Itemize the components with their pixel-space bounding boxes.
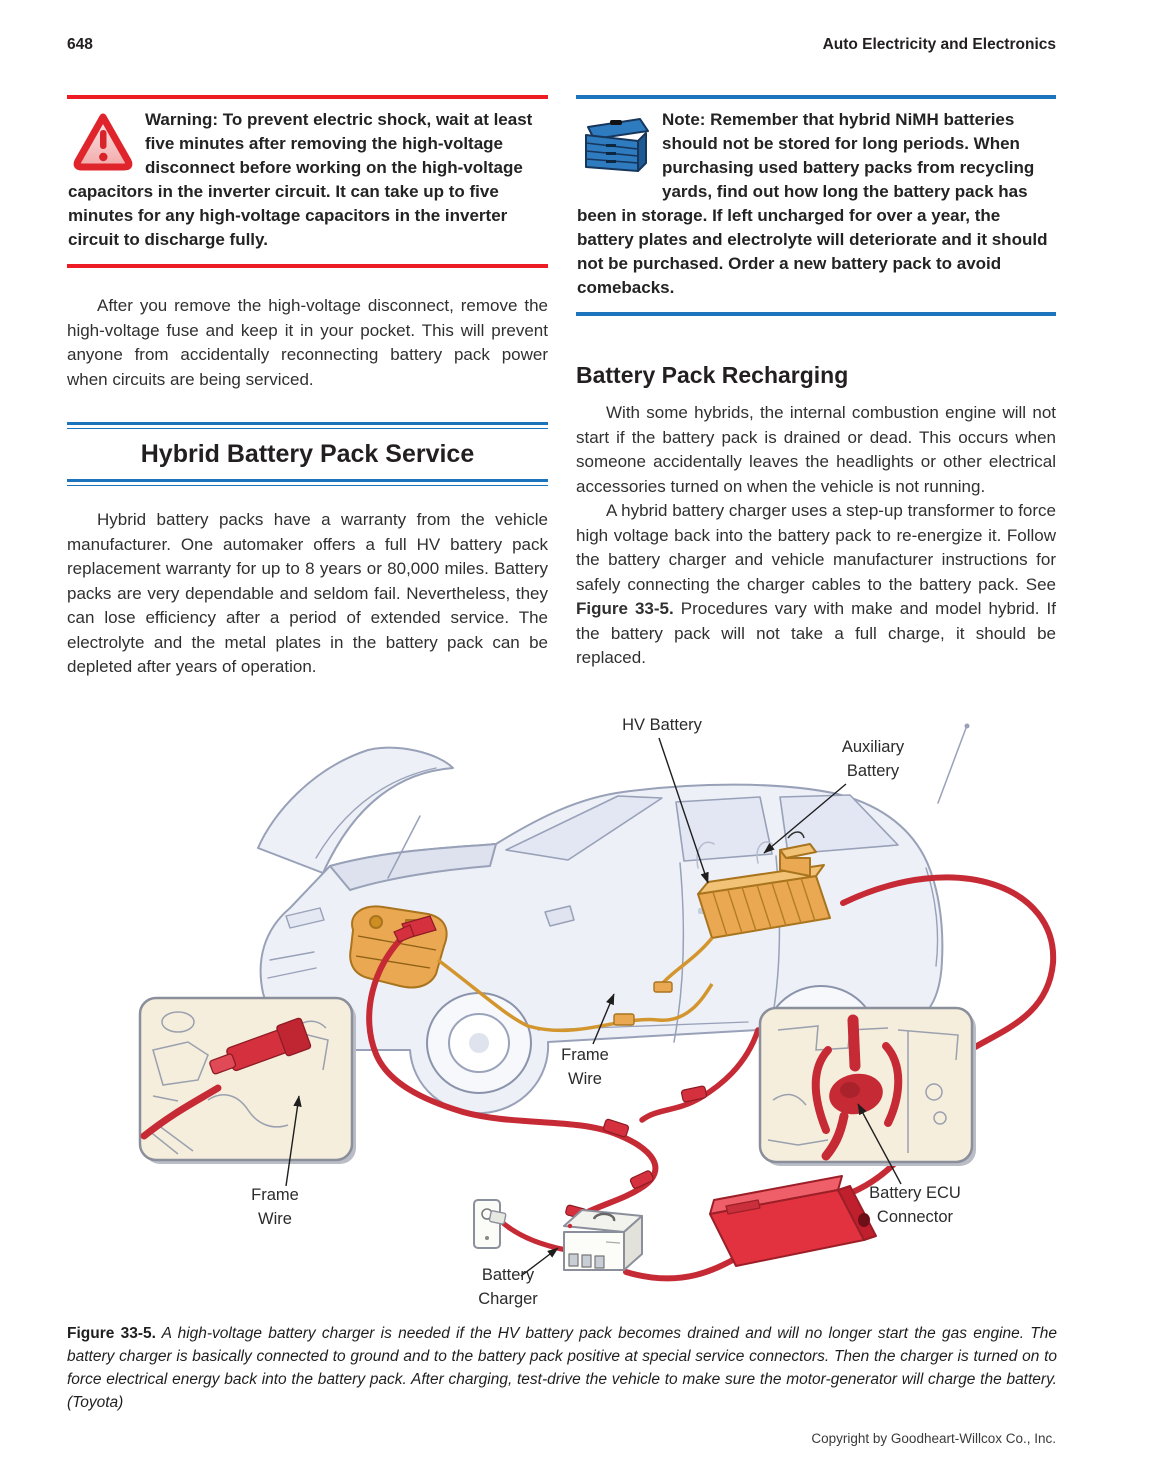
note-text: Note: Remember that hybrid NiMH batterie… — [577, 110, 1048, 297]
warning-text: Warning: To prevent electric shock, wait… — [68, 110, 533, 249]
toolbox-icon — [580, 111, 652, 180]
engine — [349, 905, 448, 989]
label-frame-wire-left: Wire — [258, 1210, 292, 1228]
label-battery-ecu: Battery ECU — [869, 1184, 961, 1202]
figure-reference: Figure 33-5. — [576, 599, 674, 618]
label-auxiliary-battery: Auxiliary — [842, 738, 905, 756]
label-hv-battery: HV Battery — [622, 716, 703, 734]
paragraph: A hybrid battery charger uses a step-up … — [576, 499, 1056, 671]
orange-frame-wire — [436, 958, 714, 1033]
page-number: 648 — [67, 36, 93, 53]
left-column: Warning: To prevent electric shock, wait… — [67, 95, 548, 680]
auxiliary-battery — [779, 831, 817, 877]
figure-illustration: HV Battery Auxiliary Battery Frame Wire … — [138, 716, 1057, 1308]
frame-wire-inset — [138, 996, 356, 1164]
section-heading: Hybrid Battery Pack Service — [140, 440, 475, 468]
section-rule-top — [67, 422, 548, 429]
red-case — [709, 1175, 877, 1267]
paragraph: With some hybrids, the internal combusti… — [576, 403, 1056, 496]
paragraph: After you remove the high-voltage discon… — [67, 296, 548, 389]
paragraph-text: Procedures vary with make and model hybr… — [576, 599, 1056, 667]
label-battery-charger: Charger — [478, 1290, 538, 1308]
label-frame-wire-left: Frame — [251, 1186, 299, 1204]
label-frame-wire-center: Wire — [568, 1070, 602, 1088]
subsection-heading: Battery Pack Recharging — [576, 362, 849, 388]
copyright-notice: Copyright by Goodheart-Willcox Co., Inc. — [811, 1431, 1056, 1446]
figure-caption-number: Figure 33-5. — [67, 1325, 156, 1342]
running-title: Auto Electricity and Electronics — [822, 36, 1056, 53]
paragraph-text: A hybrid battery charger uses a step-up … — [576, 501, 1056, 594]
warning-box: Warning: To prevent electric shock, wait… — [67, 95, 548, 268]
battery-charger-device — [563, 1209, 643, 1271]
label-battery-charger: Battery — [482, 1266, 535, 1284]
figure-callouts: HV Battery Auxiliary Battery Frame Wire … — [251, 716, 961, 1308]
label-battery-ecu: Connector — [877, 1208, 954, 1226]
figure-caption: Figure 33-5. A high-voltage battery char… — [67, 1322, 1057, 1414]
note-box: Note: Remember that hybrid NiMH batterie… — [576, 95, 1056, 316]
paragraph: Hybrid battery packs have a warranty fro… — [67, 510, 548, 676]
figure-33-5: HV Battery Auxiliary Battery Frame Wire … — [58, 698, 1098, 1314]
right-column: Note: Remember that hybrid NiMH batterie… — [576, 95, 1056, 671]
figure-caption-text: A high-voltage battery charger is needed… — [67, 1325, 1058, 1411]
section-rule-bottom — [67, 479, 548, 486]
warning-triangle-icon — [71, 111, 135, 178]
red-cables — [366, 874, 1057, 1282]
label-auxiliary-battery: Battery — [847, 762, 900, 780]
label-frame-wire-center: Frame — [561, 1046, 609, 1064]
battery-ecu-inset — [758, 1006, 976, 1166]
wall-outlet — [473, 1199, 507, 1249]
